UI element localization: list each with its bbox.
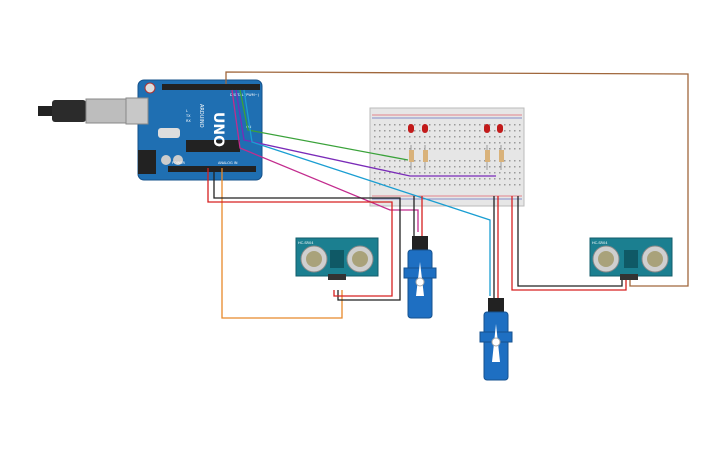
wires <box>207 71 689 319</box>
wire-green <box>239 89 409 161</box>
capacitor-1 <box>161 155 171 165</box>
reset-button <box>144 82 156 94</box>
on-label: ON <box>246 125 252 129</box>
sensor-2-label: HC-SR04 <box>592 241 608 245</box>
arduino-uno-board: UNO ARDUINO DIGITAL (PWM~) ANALOG IN POW… <box>125 79 263 181</box>
power-analog-header <box>168 166 256 172</box>
rx-label: RX <box>186 119 191 123</box>
l-label: L <box>186 109 188 113</box>
wire-black-1 <box>213 168 401 301</box>
crystal <box>158 128 180 138</box>
led-4 <box>497 124 503 133</box>
wire-orange <box>221 168 343 319</box>
servo-motor-2 <box>479 298 513 381</box>
digital-header <box>162 84 260 90</box>
sensor-1-label: HC-SR04 <box>298 241 314 245</box>
uno-logo-text: UNO <box>210 112 226 147</box>
led-2 <box>422 124 428 133</box>
resistor-4 <box>499 145 504 170</box>
capacitor-2 <box>173 155 183 165</box>
wire-red-3 <box>511 196 627 291</box>
wire-red-1 <box>207 168 393 297</box>
led-3 <box>484 124 490 133</box>
arduino-brand-text: ARDUINO <box>198 104 204 128</box>
usb-port <box>125 97 149 125</box>
analog-header-label: ANALOG IN <box>218 161 238 165</box>
led-1 <box>408 124 414 133</box>
resistor-2 <box>423 145 428 170</box>
wire-magenta <box>231 89 419 232</box>
wire-black-3 <box>517 196 623 287</box>
resistor-1 <box>409 145 414 170</box>
breadboard-holes <box>374 124 521 186</box>
ultrasonic-sensor-2: HC-SR04 <box>589 237 673 280</box>
atmega-chip <box>186 140 240 152</box>
servo-motor-1 <box>403 236 437 319</box>
resistor-3 <box>485 145 490 170</box>
power-jack <box>138 150 156 174</box>
ultrasonic-sensor-1: HC-SR04 <box>295 237 379 280</box>
usb-cable <box>38 98 127 124</box>
wire-brown <box>225 71 689 287</box>
wire-purple <box>235 89 496 177</box>
tx-label: TX <box>185 114 191 118</box>
power-header-label: POWER <box>172 161 186 165</box>
wire-cyan <box>243 89 491 296</box>
